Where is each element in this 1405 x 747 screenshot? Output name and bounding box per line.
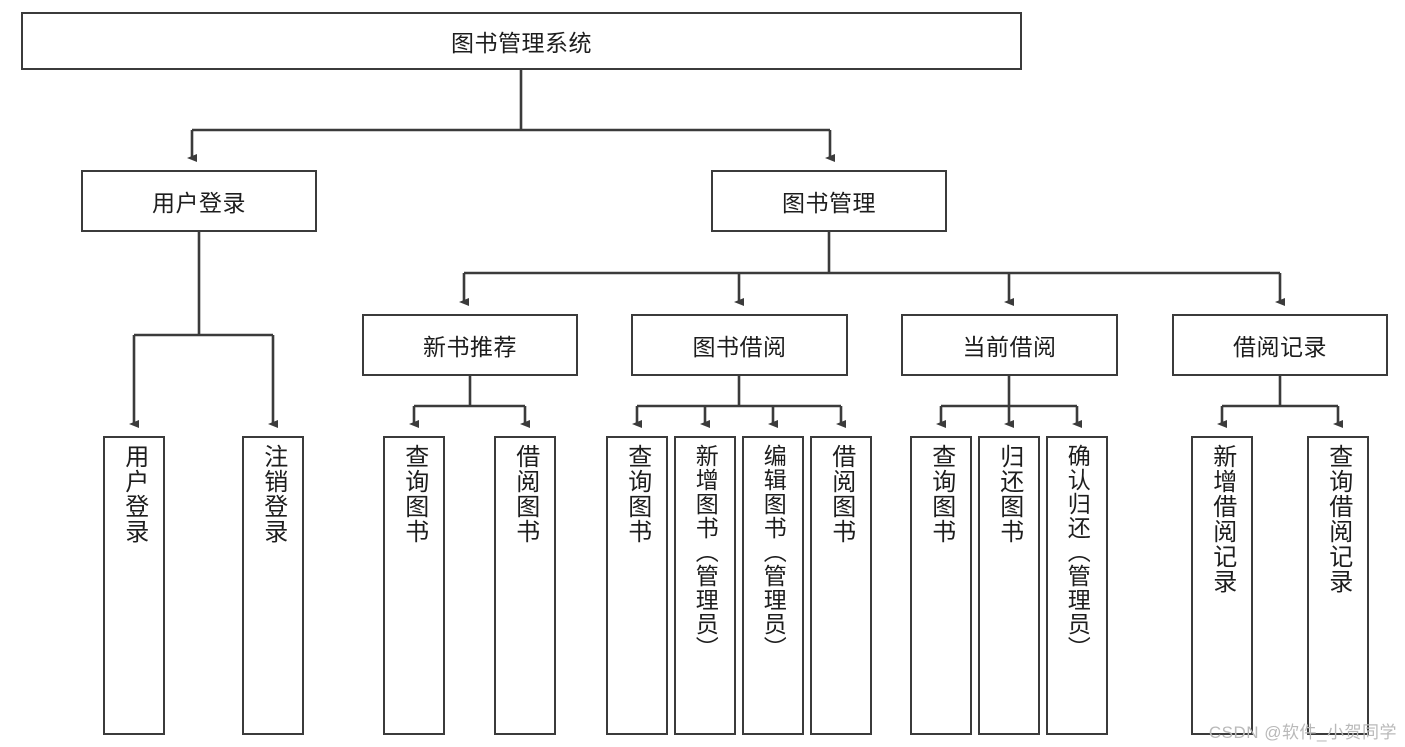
node-label: 新增图书（管理员） xyxy=(692,444,719,660)
node-leaf-query-book-recommend[interactable]: 查询图书 xyxy=(383,436,445,735)
node-label: 借阅图书 xyxy=(827,444,855,544)
node-label: 用户登录 xyxy=(152,190,246,216)
node-leaf-add-book-admin[interactable]: 新增图书（管理员） xyxy=(674,436,736,735)
node-label: 注销登录 xyxy=(259,444,287,544)
node-leaf-confirm-return-admin[interactable]: 确认归还（管理员） xyxy=(1046,436,1108,735)
watermark-text: CSDN @软件_小贺同学 xyxy=(1208,723,1397,742)
node-label: 新增借阅记录 xyxy=(1208,444,1236,594)
node-leaf-edit-book-admin[interactable]: 编辑图书（管理员） xyxy=(742,436,804,735)
node-label: 查询图书 xyxy=(623,444,651,544)
node-leaf-logout[interactable]: 注销登录 xyxy=(242,436,304,735)
node-borrow-record[interactable]: 借阅记录 xyxy=(1172,314,1388,376)
connector-borrowrecord-to-leaves xyxy=(1217,376,1343,428)
connector-currentborrow-to-leaves xyxy=(936,376,1082,428)
node-label: 当前借阅 xyxy=(962,334,1057,360)
node-new-book-recommend[interactable]: 新书推荐 xyxy=(362,314,578,376)
node-leaf-borrow-book-recommend[interactable]: 借阅图书 xyxy=(494,436,556,735)
node-label: 查询图书 xyxy=(927,444,955,544)
node-label: 用户登录 xyxy=(120,444,148,544)
node-leaf-borrow-book[interactable]: 借阅图书 xyxy=(810,436,872,735)
node-book-borrow[interactable]: 图书借阅 xyxy=(631,314,848,376)
node-leaf-return-book[interactable]: 归还图书 xyxy=(978,436,1040,735)
connector-newbook-to-leaves xyxy=(409,376,530,428)
node-label: 确认归还（管理员） xyxy=(1064,444,1091,660)
connector-bookmgmt-to-level3 xyxy=(459,232,1285,306)
node-label: 图书管理 xyxy=(782,190,876,216)
node-leaf-query-borrow-record[interactable]: 查询借阅记录 xyxy=(1307,436,1369,735)
connector-root-to-level2 xyxy=(187,70,835,162)
node-current-borrow[interactable]: 当前借阅 xyxy=(901,314,1118,376)
node-label: 查询借阅记录 xyxy=(1324,444,1352,594)
node-label: 借阅图书 xyxy=(511,444,539,544)
node-leaf-add-borrow-record[interactable]: 新增借阅记录 xyxy=(1191,436,1253,735)
node-root-book-management-system[interactable]: 图书管理系统 xyxy=(21,12,1022,70)
node-book-management[interactable]: 图书管理 xyxy=(711,170,947,232)
node-label: 归还图书 xyxy=(995,444,1023,544)
node-label: 图书管理系统 xyxy=(451,30,592,56)
node-label: 查询图书 xyxy=(400,444,428,544)
node-leaf-user-login[interactable]: 用户登录 xyxy=(103,436,165,735)
node-leaf-query-book-borrow[interactable]: 查询图书 xyxy=(606,436,668,735)
node-user-login[interactable]: 用户登录 xyxy=(81,170,317,232)
connector-userlogin-to-leaves xyxy=(129,232,278,428)
node-label: 编辑图书（管理员） xyxy=(760,444,787,660)
node-label: 图书借阅 xyxy=(692,334,787,360)
node-leaf-query-book-current[interactable]: 查询图书 xyxy=(910,436,972,735)
node-label: 借阅记录 xyxy=(1233,334,1327,360)
node-label: 新书推荐 xyxy=(423,334,517,360)
connector-bookborrow-to-leaves xyxy=(632,376,846,428)
